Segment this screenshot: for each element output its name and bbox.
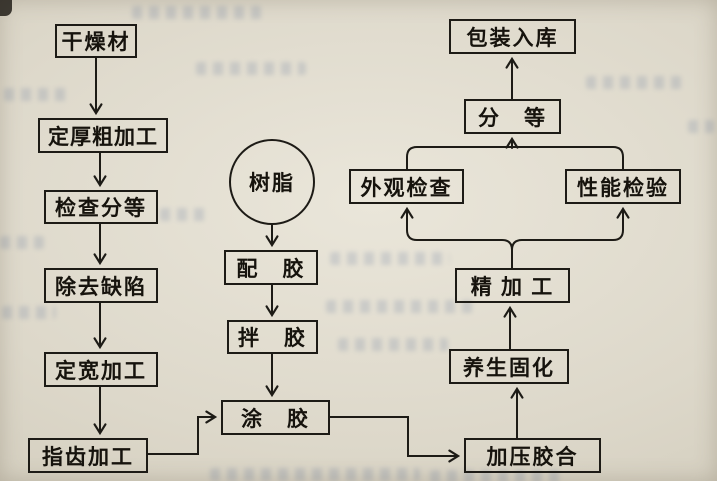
- flow-node-resin: 树脂: [229, 139, 315, 225]
- flow-node-pressure-gluing: 加压胶合: [464, 438, 601, 473]
- flow-node-performance-testing: 性能检验: [565, 169, 681, 204]
- flow-node-curing: 养生固化: [449, 349, 569, 384]
- flow-node-fine-processing: 精 加 工: [455, 268, 570, 303]
- arrow-fine-to-performance: [511, 206, 630, 269]
- flow-node-glue-application: 涂 胶: [221, 400, 330, 435]
- line-performance-to-merge: [511, 146, 624, 170]
- flow-node-thickness-rough: 定厚粗加工: [38, 118, 168, 153]
- arrow-fine-to-appearance: [400, 206, 513, 269]
- line-appearance-to-merge: [406, 146, 513, 170]
- flow-node-finger-joint: 指齿加工: [28, 438, 148, 473]
- flow-node-defect-removal: 除去缺陷: [44, 268, 158, 303]
- flow-node-appearance-inspection: 外观检查: [349, 169, 464, 204]
- flow-node-glue-mixing: 拌 胶: [227, 320, 318, 354]
- arrow-apply-to-press: [329, 416, 461, 463]
- flow-node-packaging: 包装入库: [449, 19, 576, 54]
- flow-node-dried-material: 干燥材: [55, 24, 137, 58]
- flow-node-glue-preparation: 配 胶: [224, 250, 318, 285]
- arrow-finger-to-apply: [147, 410, 218, 455]
- flow-node-grading: 分 等: [464, 99, 561, 134]
- flow-node-inspection-grading: 检查分等: [44, 190, 158, 224]
- flow-node-width-processing: 定宽加工: [44, 352, 158, 387]
